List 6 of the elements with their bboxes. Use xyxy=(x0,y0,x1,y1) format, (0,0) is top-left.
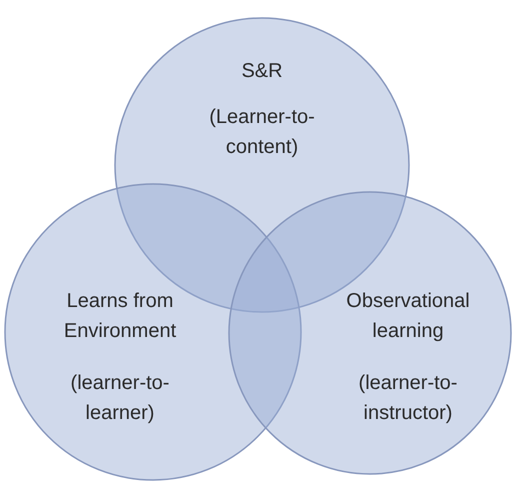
circle-title: Learns from Environment xyxy=(62,289,178,344)
circle-title: Observational learning xyxy=(345,289,471,344)
circle-subtitle: (learner-to-learner) xyxy=(70,371,170,426)
circle-title: S&R xyxy=(240,59,284,84)
circle-subtitle: (learner-to-instructor) xyxy=(358,371,458,426)
circle-subtitle: (Learner-to-content) xyxy=(208,105,316,160)
